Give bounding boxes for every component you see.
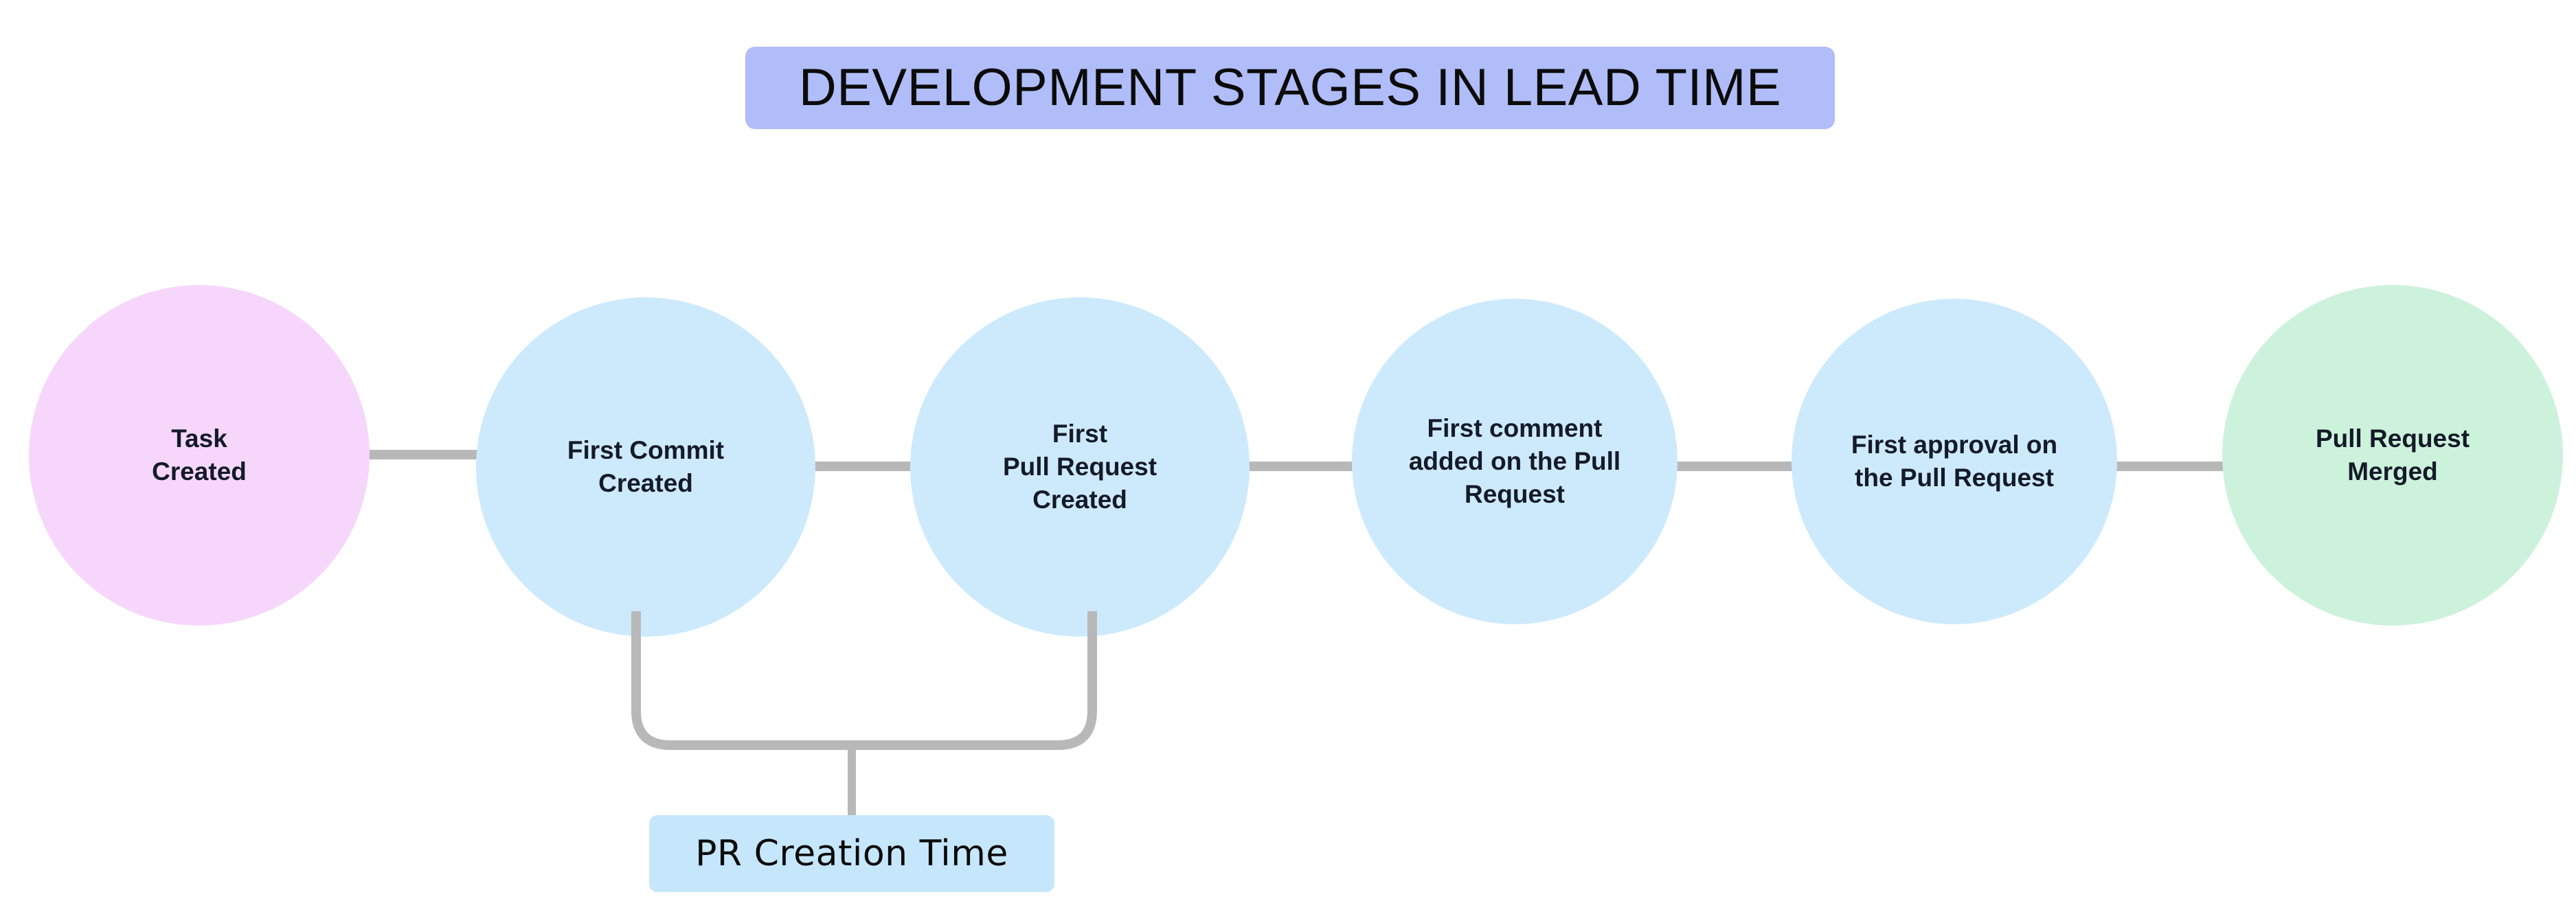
pr-creation-time-bracket: [631, 611, 1097, 815]
bracket-path: [631, 611, 1097, 750]
stage-node-first-comment-added[interactable]: First comment added on the Pull Request: [1352, 299, 1677, 624]
stage-label-first-comment-added: First comment added on the Pull Request: [1408, 413, 1621, 509]
connector-edge-2: [811, 461, 915, 471]
annotation-pr-creation-time[interactable]: PR Creation Time: [649, 815, 1054, 892]
connector-edge-5: [2114, 461, 2225, 471]
stage-node-first-commit-created[interactable]: First Commit Created: [476, 297, 815, 637]
diagram-title-banner: DEVELOPMENT STAGES IN LEAD TIME: [745, 47, 1835, 129]
annotation-label: PR Creation Time: [695, 833, 1008, 874]
stage-node-first-pull-request-created[interactable]: First Pull Request Created: [910, 297, 1250, 637]
stage-label-first-pull-request-created: First Pull Request Created: [1002, 419, 1157, 514]
stage-label-task-created: Task Created: [152, 424, 247, 486]
stage-label-pull-request-merged: Pull Request Merged: [2315, 424, 2470, 486]
stage-node-task-created[interactable]: Task Created: [29, 285, 370, 626]
connector-edge-4: [1674, 461, 1792, 471]
stage-node-first-approval[interactable]: First approval on the Pull Request: [1792, 299, 2117, 624]
connector-edge-1: [365, 450, 479, 459]
connector-edge-3: [1245, 461, 1356, 471]
stage-label-first-commit-created: First Commit Created: [567, 435, 725, 497]
stage-label-first-approval: First approval on the Pull Request: [1851, 430, 2058, 492]
page-title: DEVELOPMENT STAGES IN LEAD TIME: [798, 58, 1782, 117]
stage-node-pull-request-merged[interactable]: Pull Request Merged: [2222, 285, 2563, 626]
